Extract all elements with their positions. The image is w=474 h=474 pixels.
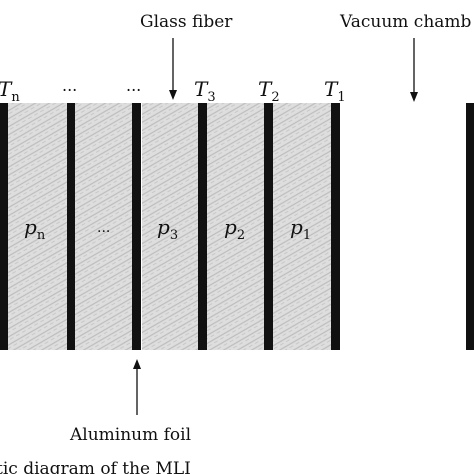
pressure-label-3: p3: [157, 215, 178, 243]
temperature-label-3: T3: [194, 77, 216, 105]
glass-fiber-region-2: [207, 103, 267, 350]
pressure-label-n: pn: [24, 215, 46, 243]
aluminum-foil-layer-n: [0, 103, 8, 350]
glass-fiber-arrow: [169, 38, 177, 100]
aluminum-foil-layer-3: [132, 103, 141, 350]
aluminum-foil-arrow: [133, 359, 141, 415]
aluminum-foil-layer-0: [331, 103, 340, 350]
vacuum-chamber-label: Vacuum chamb: [339, 12, 472, 32]
temperature-label-2: T2: [258, 77, 280, 105]
glass-fiber-label: Glass fiber: [140, 12, 233, 32]
caption-text: tic diagram of the MLI: [0, 459, 191, 474]
glass-fiber-region-n: [7, 103, 69, 350]
pressure-label-2: p2: [224, 215, 245, 243]
temperature-label-1: T1: [324, 77, 346, 105]
pressure-label-1: p1: [290, 215, 311, 243]
ellipsis-top-2: ...: [126, 76, 141, 95]
vacuum-chamber-arrow: [410, 38, 418, 102]
aluminum-foil-layer-2: [198, 103, 207, 350]
aluminum-foil-layer-dots: [67, 103, 75, 350]
aluminum-foil-layer-1: [264, 103, 273, 350]
glass-fiber-region-1: [273, 103, 333, 350]
ellipsis-top-1: ...: [62, 76, 77, 95]
glass-fiber-region-3: [142, 103, 201, 350]
glass-fiber-region-dots: [75, 103, 136, 350]
aluminum-foil-label: Aluminum foil: [69, 425, 191, 445]
temperature-label-n: Tn: [0, 77, 20, 105]
ellipsis-middle: ...: [97, 220, 110, 236]
vacuum-chamber-wall: [466, 103, 474, 350]
